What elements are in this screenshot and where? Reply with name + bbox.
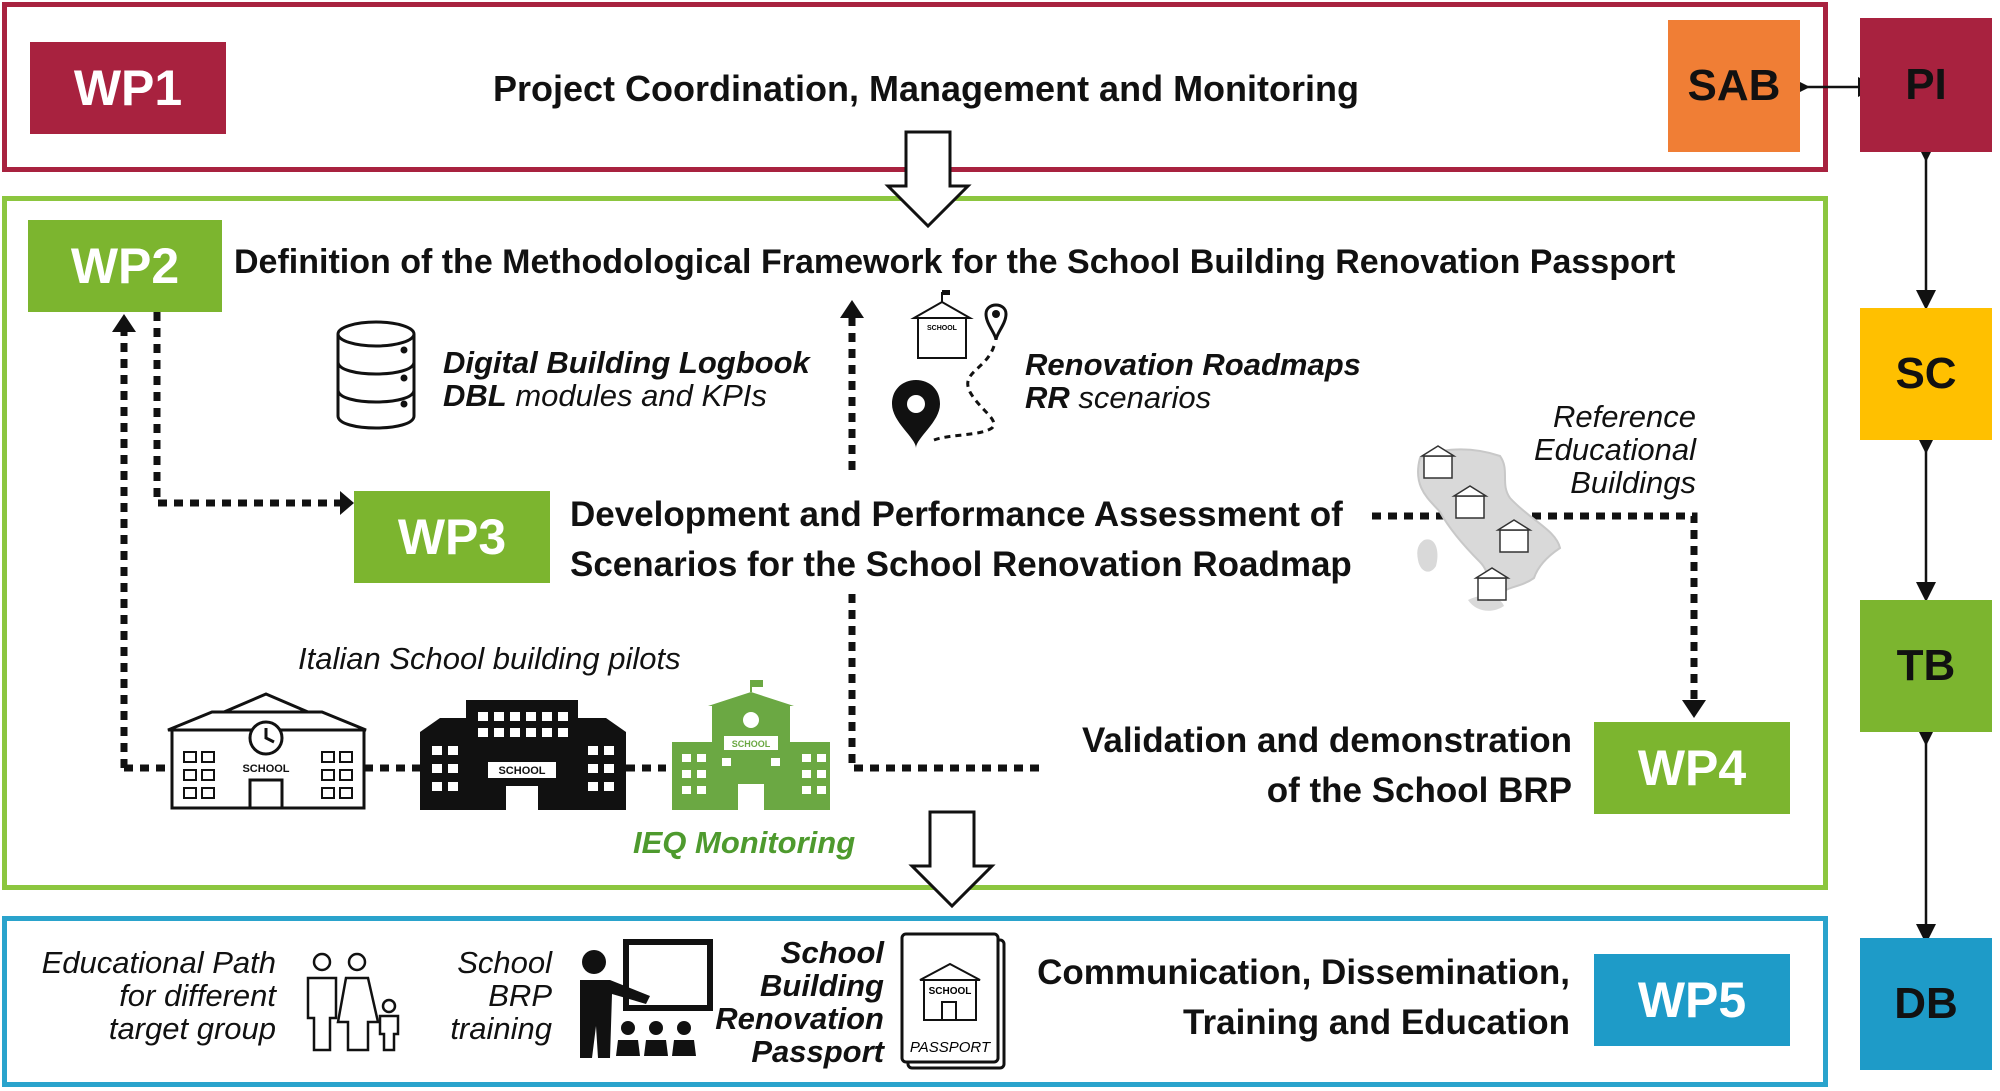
edu-line3: target group	[108, 1011, 276, 1046]
school-building-green-icon: SCHOOL	[672, 680, 830, 810]
arrowhead-to-wp4	[1682, 700, 1706, 718]
governance-db-label: DB	[1894, 979, 1958, 1028]
school-building-black-icon: SCHOOL	[420, 700, 626, 810]
governance-tb-label: TB	[1896, 641, 1956, 690]
brp-line1: School	[457, 945, 552, 980]
wp2-badge: WP2	[28, 220, 222, 312]
wp4-title-line1: Validation and demonstration	[1081, 721, 1572, 760]
edu-line2: for different	[119, 978, 276, 1013]
wp1-title: Project Coordination, Management and Mon…	[493, 68, 1360, 109]
sab-label: SAB	[1687, 61, 1781, 110]
wp4-title-line2: of the School BRP	[1266, 771, 1572, 810]
wp5-title-line2: Training and Education	[1183, 1003, 1570, 1042]
brp-line3: training	[450, 1011, 552, 1046]
governance-pi-label: PI	[1905, 60, 1947, 109]
pilots-caption: Italian School building pilots	[298, 641, 681, 676]
wp3-title-line1: Development and Performance Assessment o…	[570, 495, 1343, 534]
pass-line4: Passport	[751, 1034, 884, 1069]
svg-text:SCHOOL: SCHOOL	[929, 986, 972, 997]
svg-text:SCHOOL: SCHOOL	[242, 763, 289, 775]
wp3-title: Development and Performance Assessment o…	[570, 490, 1358, 590]
governance-db: DB	[1860, 938, 1992, 1070]
svg-text:PASSPORT: PASSPORT	[910, 1039, 992, 1056]
roadmap-icon: SCHOOL	[892, 290, 1008, 448]
pass-line3: Renovation	[715, 1001, 884, 1036]
rr-abbrev: RR	[1025, 380, 1070, 415]
wp4-badge: WP4	[1594, 722, 1790, 814]
dbl-line1: Digital Building Logbook	[443, 345, 810, 380]
governance-sc-label: SC	[1895, 349, 1957, 398]
dbl-line2-rest: modules and KPIs	[506, 378, 767, 413]
rr-line1: Renovation Roadmaps	[1025, 347, 1361, 382]
arrowhead-to-wp2-left	[112, 314, 136, 332]
wp3-label: WP3	[397, 509, 507, 565]
svg-text:SCHOOL: SCHOOL	[927, 325, 958, 332]
wp5-label: WP5	[1637, 972, 1747, 1028]
database-icon	[336, 320, 416, 430]
hollow-arrow-wp1-wp2	[884, 130, 972, 229]
reference-line3: Buildings	[1570, 465, 1696, 500]
arrowhead-to-wp3	[340, 491, 354, 515]
wp2-title: Definition of the Methodological Framewo…	[234, 243, 1676, 281]
governance-pi: PI	[1860, 18, 1992, 152]
svg-text:SCHOOL: SCHOOL	[732, 739, 771, 749]
wp5-title-line1: Communication, Dissemination,	[1037, 953, 1570, 992]
brp-training-caption: School BRP training	[420, 946, 552, 1045]
passport-caption: School Building Renovation Passport	[690, 936, 884, 1068]
ieq-caption: IEQ Monitoring	[633, 825, 856, 860]
family-icon	[306, 952, 400, 1052]
governance-tb: TB	[1860, 600, 1992, 732]
wp5-title: Communication, Dissemination, Training a…	[1014, 948, 1570, 1048]
wp5-badge: WP5	[1594, 954, 1790, 1046]
rr-caption: Renovation Roadmaps RR scenarios	[1025, 348, 1361, 414]
reference-line2: Educational	[1533, 432, 1696, 467]
wp3-title-line2: Scenarios for the School Renovation Road…	[570, 545, 1352, 584]
wp4-label: WP4	[1637, 740, 1747, 796]
wp3-badge: WP3	[354, 491, 550, 583]
rr-line2-rest: scenarios	[1069, 380, 1212, 415]
dbl-caption: Digital Building Logbook DBL modules and…	[443, 346, 810, 412]
rr-line2: RR scenarios	[1025, 381, 1361, 414]
dbl-abbrev: DBL	[443, 378, 507, 413]
passport-icon: SCHOOL PASSPORT	[900, 932, 1006, 1070]
arrowhead-to-wp2-center	[840, 300, 864, 318]
reference-caption: Reference Educational Buildings	[1440, 400, 1696, 499]
wp1-label: WP1	[73, 60, 183, 116]
pass-line2: Building	[760, 968, 884, 1003]
edu-line1: Educational Path	[41, 945, 276, 980]
pass-line1: School	[780, 935, 884, 970]
italy-map-icon	[1417, 445, 1562, 611]
edu-path-caption: Educational Path for different target gr…	[20, 946, 276, 1045]
wp5-frame	[2, 916, 1828, 1087]
dbl-line2: DBL modules and KPIs	[443, 379, 810, 412]
wp4-title: Validation and demonstration of the Scho…	[1050, 716, 1572, 816]
teacher-training-icon	[580, 939, 713, 1058]
svg-text:SCHOOL: SCHOOL	[498, 765, 545, 777]
wp1-badge: WP1	[30, 42, 226, 134]
wp2-label: WP2	[70, 238, 180, 294]
brp-line2: BRP	[488, 978, 552, 1013]
school-building-outline-icon: SCHOOL	[167, 692, 367, 810]
hollow-arrow-wp2-wp5	[908, 810, 996, 909]
sab-box: SAB	[1668, 20, 1800, 152]
governance-sc: SC	[1860, 308, 1992, 440]
reference-line1: Reference	[1552, 399, 1696, 434]
